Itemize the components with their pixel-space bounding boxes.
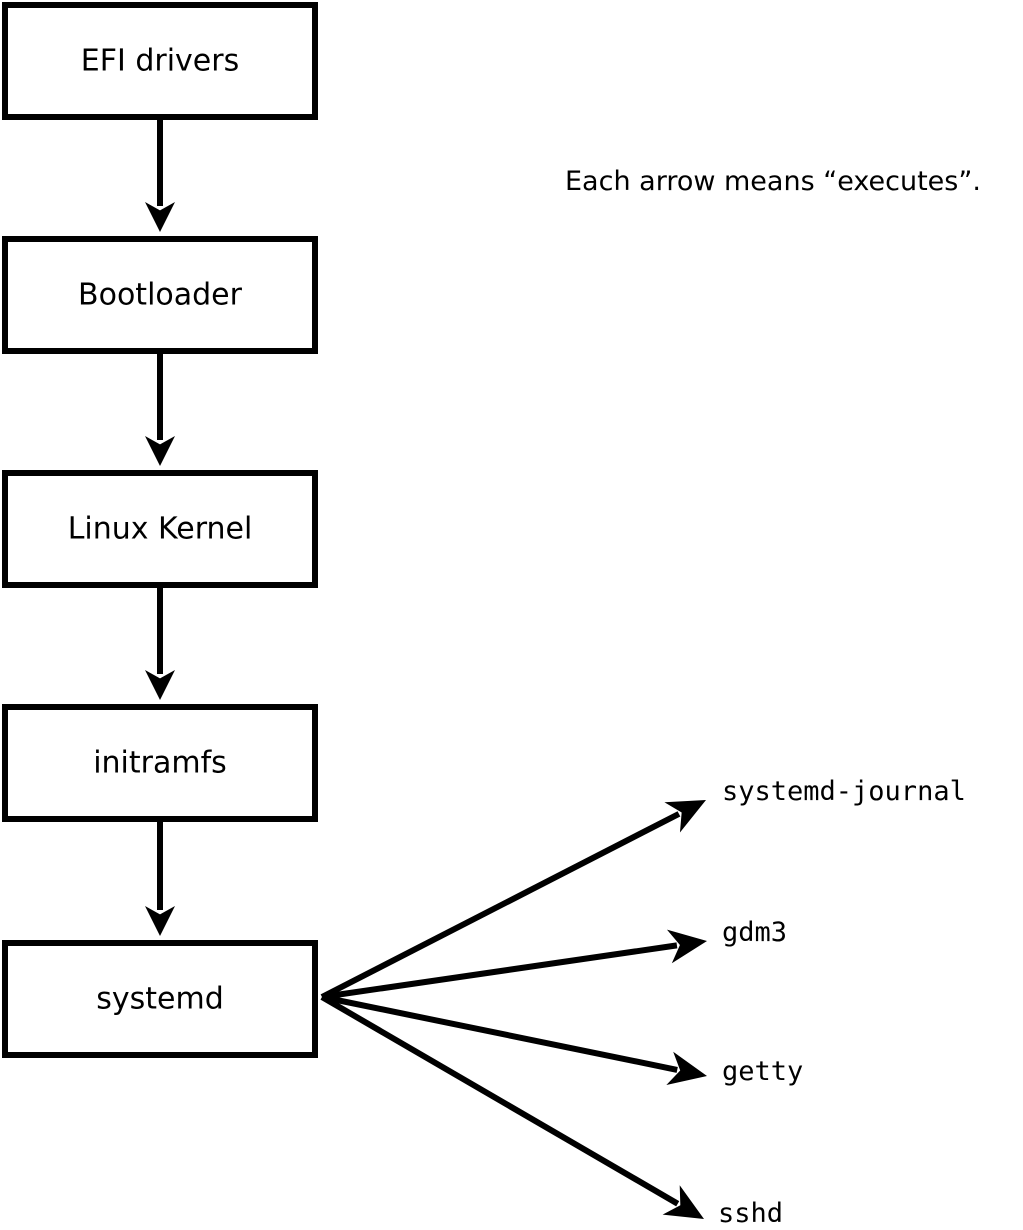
- box-systemd[interactable]: [2, 940, 318, 1058]
- box-label-systemd: systemd: [96, 982, 224, 1017]
- flow-arrowhead-kernel-to-initramfs: [145, 670, 175, 700]
- fan-arrowhead-gdm3: [666, 929, 707, 964]
- fan-line-gdm3: [321, 942, 678, 1000]
- box-efi-drivers[interactable]: [2, 2, 318, 120]
- leaf-label-sshd[interactable]: sshd: [718, 1198, 783, 1229]
- box-label-efi-drivers: EFI drivers: [81, 44, 239, 79]
- flow-arrowhead-bootloader-to-kernel: [145, 436, 175, 466]
- box-initramfs[interactable]: [2, 704, 318, 822]
- box-bootloader[interactable]: [2, 236, 318, 354]
- flow-arrowhead-efi-to-bootloader: [145, 202, 175, 232]
- legend-note: Each arrow means “executes”.: [565, 166, 981, 197]
- fan-line-getty: [321, 994, 678, 1073]
- leaf-label-gdm3[interactable]: gdm3: [722, 917, 787, 948]
- leaf-label-systemd-journal[interactable]: systemd-journal: [722, 776, 966, 807]
- fan-line-systemd-journal: [320, 811, 681, 1000]
- flow-arrowhead-initramfs-to-systemd: [145, 906, 175, 936]
- fan-arrowhead-sshd: [662, 1185, 704, 1219]
- box-linux-kernel[interactable]: [2, 470, 318, 588]
- fan-arrowhead-systemd-journal: [664, 800, 706, 833]
- box-label-linux-kernel: Linux Kernel: [68, 512, 253, 547]
- fan-arrowhead-getty: [666, 1051, 707, 1086]
- box-label-bootloader: Bootloader: [78, 278, 243, 313]
- box-label-initramfs: initramfs: [93, 746, 227, 781]
- fan-line-sshd: [320, 994, 680, 1207]
- leaf-label-getty[interactable]: getty: [722, 1056, 803, 1087]
